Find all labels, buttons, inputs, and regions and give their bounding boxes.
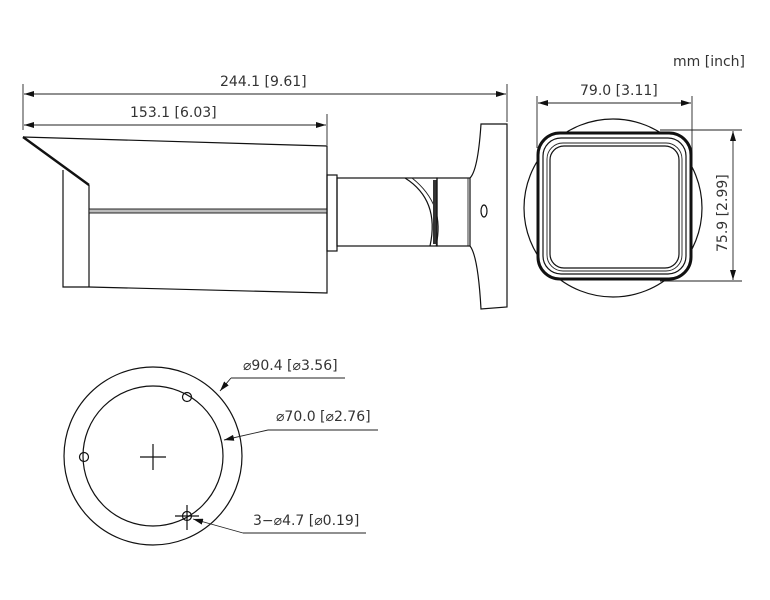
overall-length-label: 244.1 [9.61]: [220, 74, 307, 90]
housing-groove: [88, 208, 328, 214]
height-label: 75.9 [2.99]: [715, 174, 731, 252]
units-label: mm [inch]: [673, 54, 745, 70]
mounting-hole: [181, 391, 193, 403]
front-view: 79.0 [3.11] 75.9 [2.99]: [523, 83, 742, 298]
mounting-hole: [78, 451, 90, 463]
leader-line: [223, 429, 269, 441]
housing-length-label: 153.1 [6.03]: [130, 105, 217, 121]
front-glass: [549, 145, 680, 269]
base-view: ⌀90.4 [⌀3.56] ⌀70.0 [⌀2.76] 3−⌀4.7 [⌀0.1…: [63, 358, 378, 546]
camera-housing: [22, 136, 328, 294]
housing-front: [536, 131, 693, 281]
hole-circle: [82, 385, 224, 527]
outer-circle: [63, 366, 243, 546]
housing-neck: [326, 174, 338, 252]
hole-circle-diameter-label: ⌀70.0 [⌀2.76]: [276, 409, 371, 425]
bracket-joint: [404, 177, 433, 247]
outer-diameter-label: ⌀90.4 [⌀3.56]: [243, 358, 338, 374]
leader-line: [192, 518, 244, 534]
mounting-holes-label: 3−⌀4.7 [⌀0.19]: [253, 513, 359, 529]
sunshield-edge: [22, 136, 90, 186]
base-plate-outline: [523, 118, 703, 298]
mounting-base-plate: [469, 123, 508, 310]
bracket-arm: [336, 177, 438, 247]
width-label: 79.0 [3.11]: [580, 83, 658, 99]
side-view: 244.1 [9.61] 153.1 [6.03]: [22, 74, 508, 310]
leader-line: [219, 377, 232, 392]
